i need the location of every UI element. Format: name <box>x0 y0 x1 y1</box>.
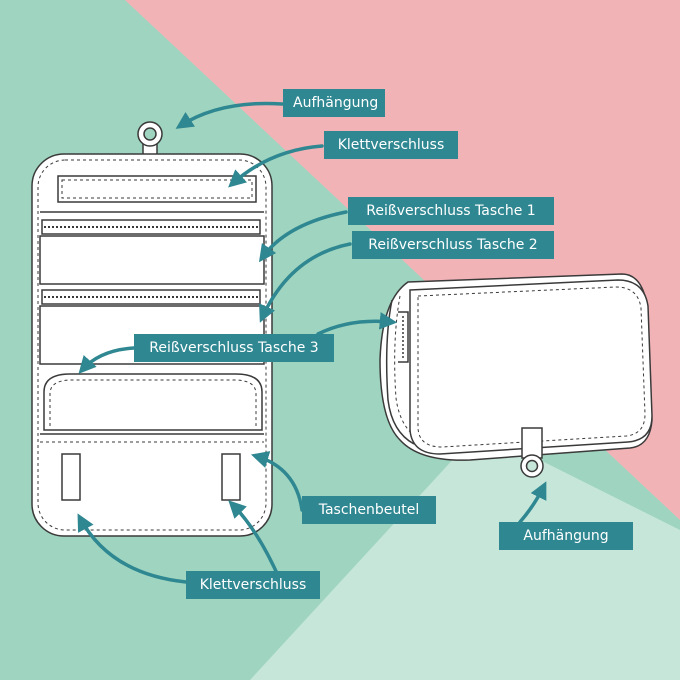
arrow-zip-3-left <box>78 346 136 374</box>
arrow-zip-3-right <box>316 312 398 336</box>
label-zip-pocket-2: Reißverschluss Tasche 2 <box>352 231 554 259</box>
arrow-velcro-bottom-right <box>228 500 282 582</box>
label-bag-pouch: Taschenbeutel <box>302 496 436 524</box>
velcro-tab-left <box>61 453 81 501</box>
hanger-ring-hole <box>143 127 157 141</box>
label-velcro-top: Klettverschluss <box>324 131 458 159</box>
arrow-pouch <box>250 451 304 512</box>
velcro-strip-stitching <box>61 179 253 199</box>
zipper-2 <box>41 289 261 305</box>
arrow-velcro-bottom-left <box>77 513 188 584</box>
closed-hanger-ring-hole <box>525 459 539 473</box>
closed-hanger-tab <box>521 427 543 459</box>
pocket-3-stitching <box>49 379 257 426</box>
label-zip-pocket-1: Reißverschluss Tasche 1 <box>348 197 554 225</box>
label-zip-pocket-3: Reißverschluss Tasche 3 <box>134 334 334 362</box>
closed-organizer <box>379 273 653 478</box>
background-light-mint <box>250 430 680 680</box>
zipper-1 <box>41 219 261 235</box>
closed-front-flap <box>409 279 653 455</box>
open-organizer <box>31 121 273 537</box>
arrow-velcro-top <box>228 144 324 188</box>
arrow-hanger-right <box>518 481 547 524</box>
velcro-tab-right <box>221 453 241 501</box>
label-hanger-top: Aufhängung <box>283 89 385 117</box>
label-velcro-bottom: Klettverschluss <box>186 571 320 599</box>
pocket-3-flap <box>43 373 263 431</box>
arrow-zip-2 <box>259 242 352 323</box>
arrow-hanger-top <box>175 101 284 129</box>
label-hanger-right: Aufhängung <box>499 522 633 550</box>
closed-flap-stitching <box>417 286 646 448</box>
pocket-1 <box>39 235 265 285</box>
arrow-zip-1 <box>258 210 348 263</box>
closed-side-stitching <box>394 295 421 441</box>
arrows <box>77 101 547 584</box>
